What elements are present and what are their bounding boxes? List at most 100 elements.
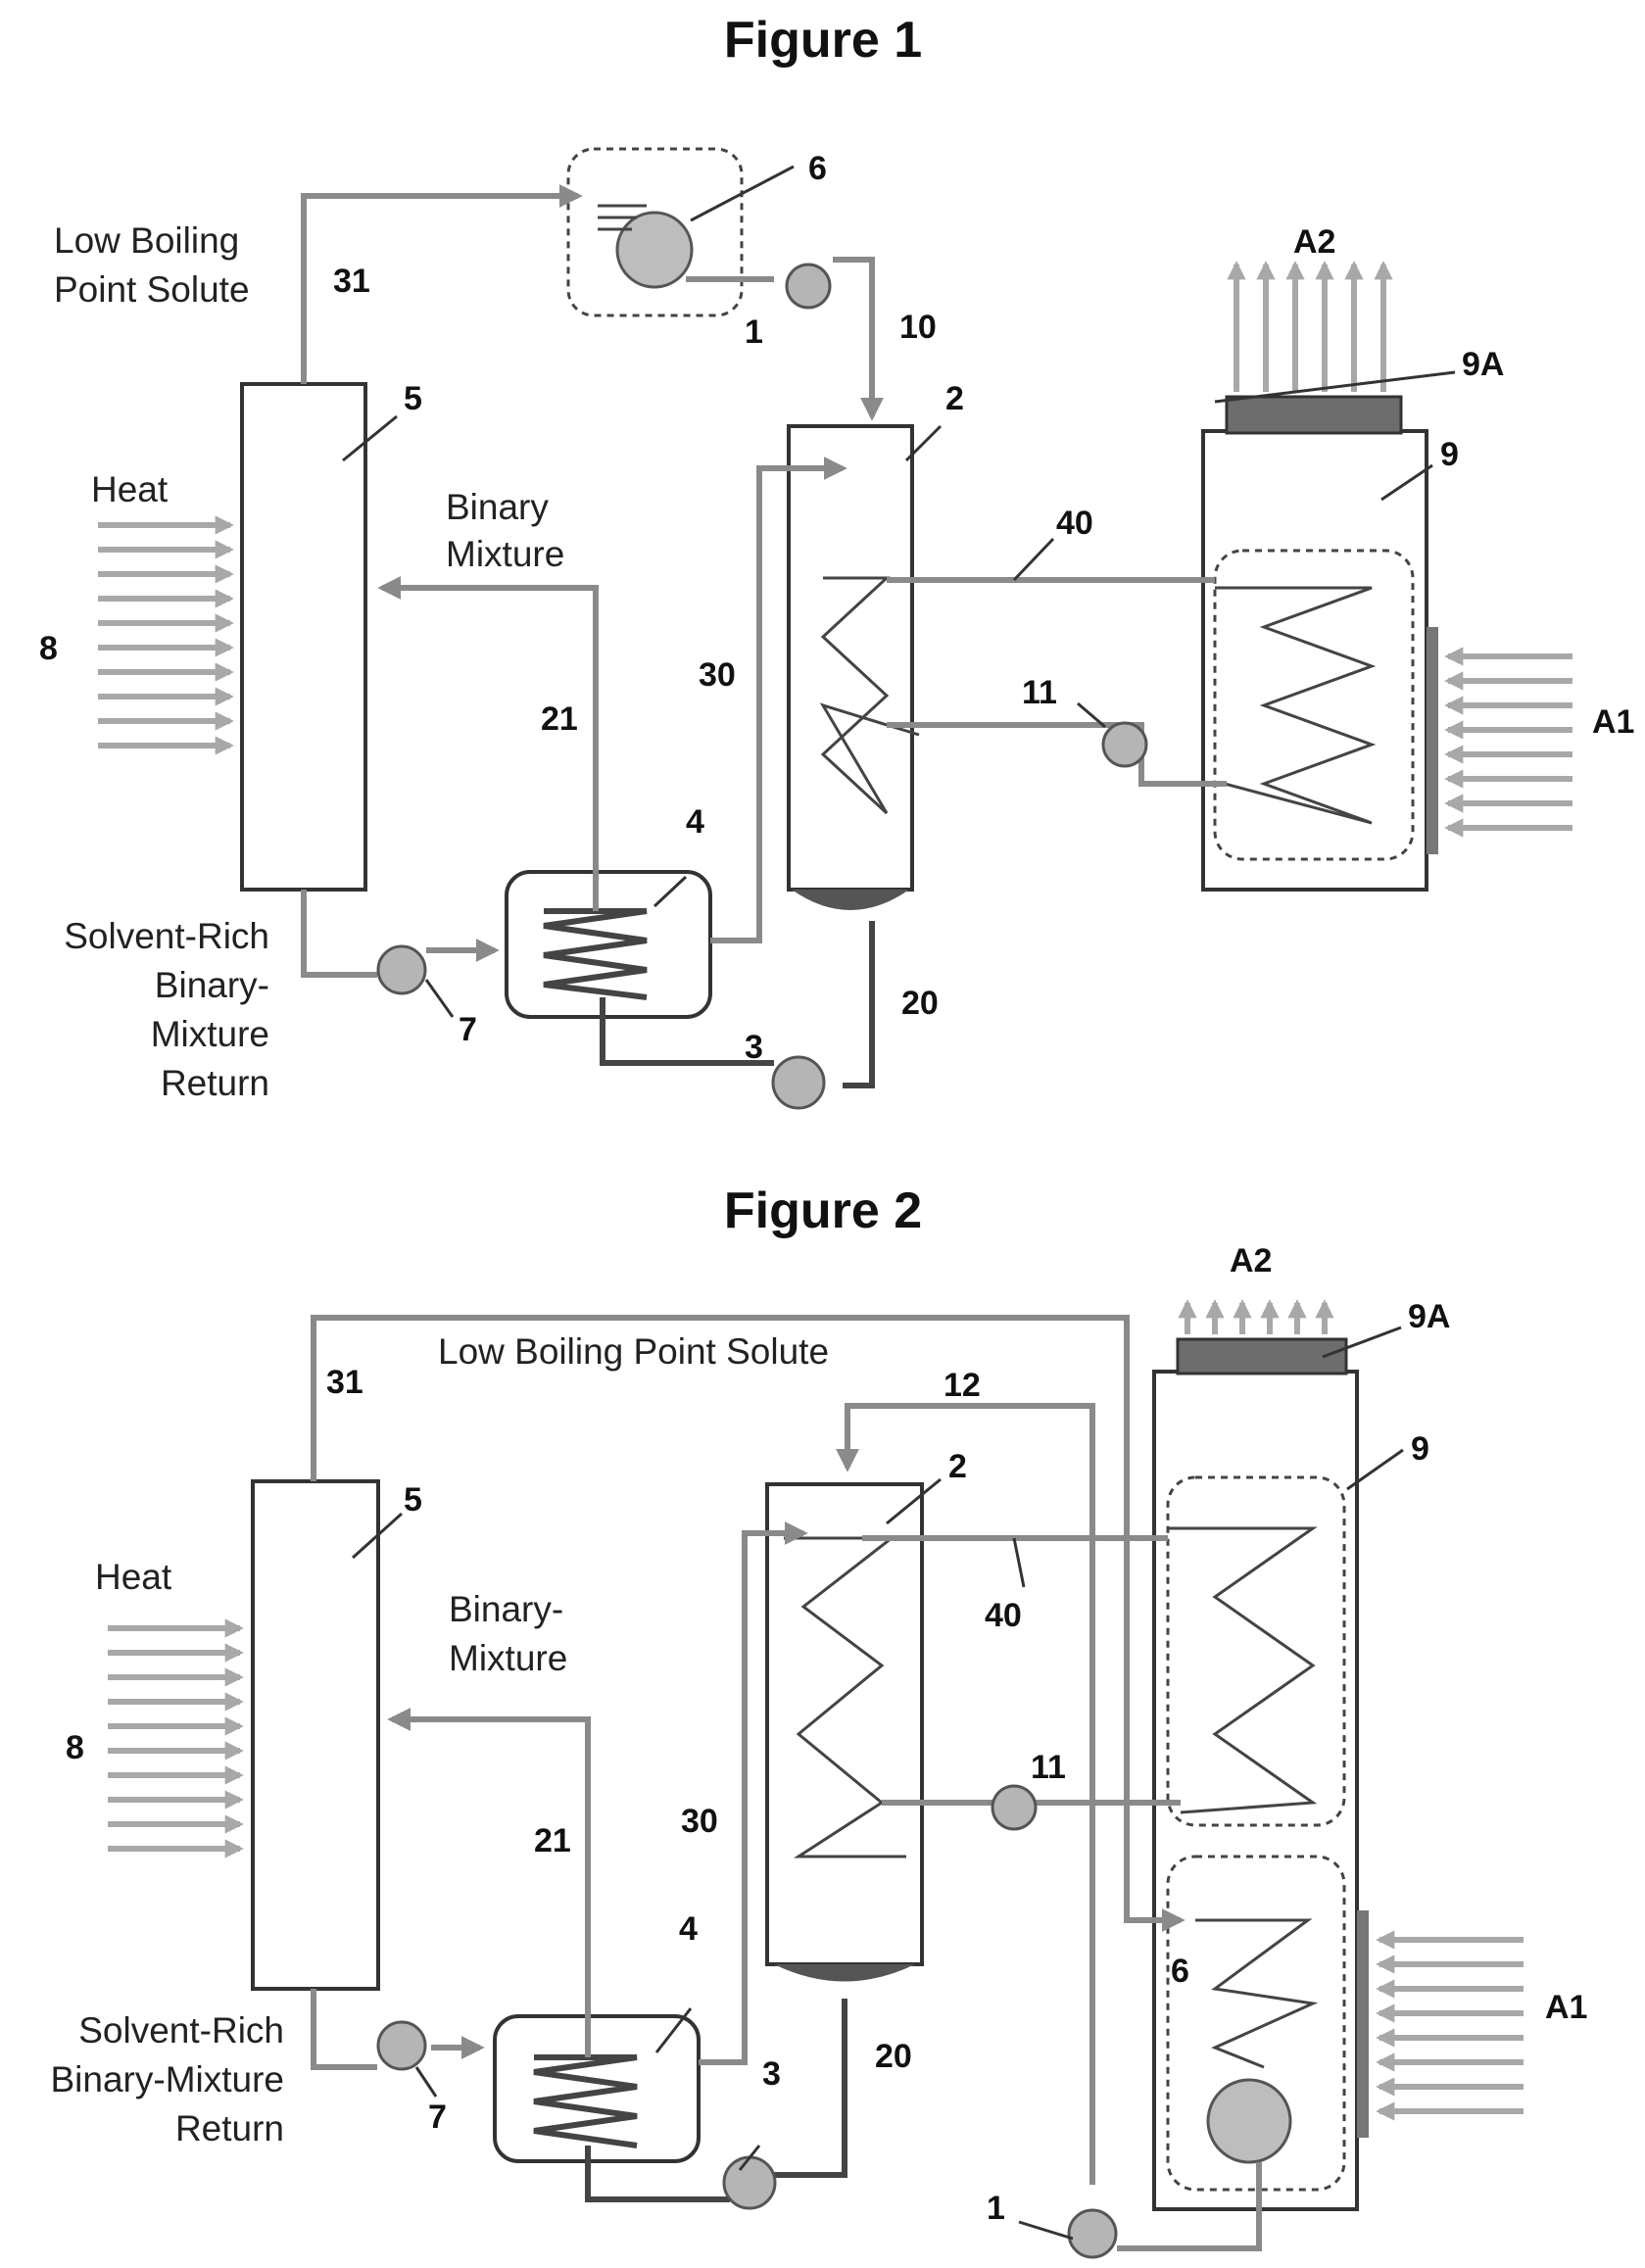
ref-9: 9 — [1440, 436, 1459, 473]
ref-20: 20 — [901, 985, 939, 1022]
label-return-line2: Binary-Mixture — [51, 2059, 285, 2099]
ref-1: 1 — [987, 2190, 1005, 2227]
absorber-vessel-2 — [789, 426, 912, 890]
ref-2: 2 — [948, 1448, 967, 1485]
ref-30: 30 — [681, 1803, 718, 1840]
pump-7 — [378, 946, 425, 993]
ref-30: 30 — [699, 656, 736, 694]
absorber-sump — [774, 1964, 915, 1982]
ref-a1: A1 — [1545, 1989, 1587, 2026]
pipe-21-binary-mixture — [382, 588, 596, 911]
label-low-boiling-line2: Point Solute — [54, 269, 250, 310]
absorber-sump — [792, 890, 909, 910]
air-inlet-arrows-a1 — [1448, 656, 1572, 828]
coil-enclosure — [1215, 551, 1413, 859]
absorber-vessel-2 — [767, 1484, 922, 1964]
condenser-coil-6 — [1195, 1920, 1313, 2067]
recuperator-coil — [534, 2057, 637, 2146]
leader-4 — [654, 877, 686, 906]
absorber-coil — [823, 578, 919, 813]
leader-40 — [1014, 539, 1053, 580]
pipe-4-to-pump-3 — [588, 2146, 730, 2199]
ref-8: 8 — [66, 1729, 84, 1766]
pump-3 — [773, 1057, 824, 1108]
coil-unit-9 — [1215, 588, 1372, 823]
ref-7: 7 — [428, 2099, 447, 2136]
ref-2: 2 — [945, 380, 964, 417]
pipe-11-return — [887, 725, 1227, 784]
ref-4: 4 — [679, 1910, 698, 1948]
leader-40 — [1014, 1538, 1024, 1587]
ref-21: 21 — [541, 700, 578, 738]
ref-5: 5 — [404, 1481, 422, 1519]
figure-1: Figure 1 — [39, 12, 1634, 1108]
leader-5 — [343, 416, 397, 460]
ref-6: 6 — [808, 150, 827, 187]
ref-40: 40 — [1056, 505, 1093, 542]
heat-exchange-unit-9 — [1203, 431, 1427, 890]
ref-12: 12 — [943, 1367, 981, 1404]
ref-31: 31 — [333, 263, 370, 300]
ref-20: 20 — [875, 2038, 912, 2075]
pump-1 — [1069, 2210, 1116, 2257]
label-low-boiling-line1: Low Boiling — [54, 220, 239, 261]
figure-2-title: Figure 2 — [724, 1182, 922, 1239]
absorber-coil — [784, 1538, 906, 1857]
ref-8: 8 — [39, 630, 58, 667]
pipe-return-to-pump-7 — [304, 890, 377, 975]
leader-1 — [1019, 2222, 1073, 2239]
ref-9: 9 — [1411, 1430, 1429, 1468]
ref-a2: A2 — [1230, 1242, 1272, 1279]
pipe-return-to-pump-7 — [314, 1989, 377, 2067]
pipe-6-to-pump-1 — [1117, 2162, 1259, 2248]
label-return-line1: Solvent-Rich — [78, 2010, 284, 2051]
ref-1: 1 — [745, 314, 763, 351]
label-return-line1: Solvent-Rich — [64, 916, 269, 956]
ref-9a: 9A — [1462, 346, 1504, 383]
figure-1-title: Figure 1 — [724, 12, 922, 69]
ref-3: 3 — [745, 1029, 763, 1066]
pump-7 — [378, 2022, 425, 2069]
label-return-line3: Mixture — [151, 1014, 269, 1054]
ref-21: 21 — [534, 1822, 571, 1859]
figure-2: Figure 2 — [51, 1182, 1588, 2257]
leader-7 — [416, 2067, 436, 2097]
air-outlet-arrows-a2 — [1187, 1303, 1325, 1334]
pipe-30 — [699, 1533, 803, 2062]
heat-arrows-8 — [98, 525, 230, 746]
condenser-vessel-6 — [617, 213, 692, 287]
label-heat: Heat — [91, 469, 169, 509]
label-binary-line1: Binary- — [449, 1589, 563, 1629]
upper-coil — [1168, 1528, 1313, 1812]
label-binary-line1: Binary — [446, 487, 549, 527]
pipe-20 — [843, 921, 872, 1086]
ref-31: 31 — [326, 1364, 363, 1401]
pump-3 — [724, 2157, 775, 2208]
label-return-line3: Return — [175, 2108, 284, 2148]
condenser-vessel-6 — [1208, 2080, 1290, 2162]
label-low-boiling: Low Boiling Point Solute — [438, 1331, 829, 1372]
ref-a1: A1 — [1592, 703, 1634, 741]
pipe-10 — [833, 260, 872, 416]
air-outlet-arrows-a2 — [1236, 265, 1383, 392]
label-binary-line2: Mixture — [446, 534, 564, 574]
heat-arrows-8 — [108, 1628, 240, 1849]
air-inlet-panel — [1427, 627, 1438, 854]
ref-6: 6 — [1171, 1953, 1189, 1990]
pump-11 — [1103, 723, 1146, 766]
ref-40: 40 — [985, 1597, 1022, 1634]
ref-a2: A2 — [1293, 223, 1335, 261]
fan-unit-9a — [1178, 1339, 1346, 1374]
label-return-line2: Binary- — [155, 965, 269, 1005]
air-inlet-arrows-a1 — [1379, 1940, 1524, 2111]
label-return-line4: Return — [161, 1063, 269, 1103]
air-inlet-panel — [1357, 1910, 1369, 2138]
fan-unit-9a — [1227, 397, 1401, 433]
ref-7: 7 — [459, 1011, 477, 1048]
leader-6 — [691, 167, 794, 220]
ref-4: 4 — [686, 803, 704, 841]
recuperator-coil — [544, 911, 647, 997]
pump-1 — [787, 265, 830, 308]
ref-3: 3 — [762, 2055, 781, 2093]
